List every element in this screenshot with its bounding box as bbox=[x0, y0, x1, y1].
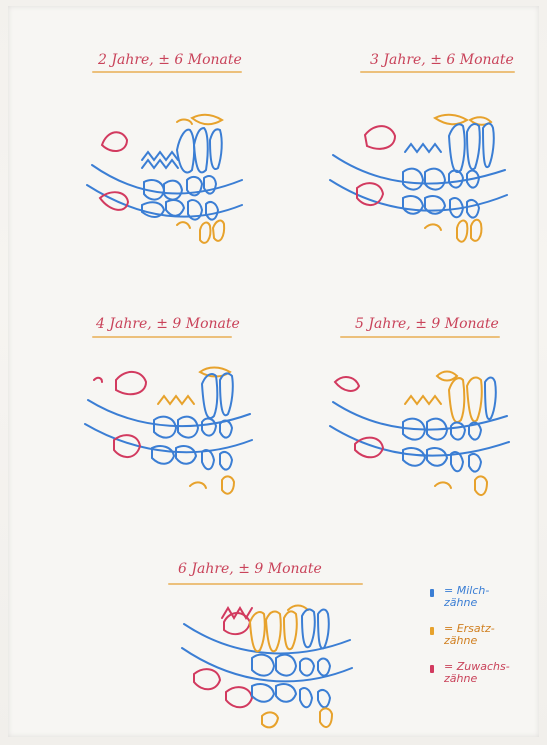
legend-item-growth-teeth: = Zuwachs- zähne bbox=[430, 661, 540, 685]
legend-text-replacement: = Ersatz- zähne bbox=[444, 623, 495, 647]
legend-item-replacement-teeth: = Ersatz- zähne bbox=[430, 623, 540, 647]
underline bbox=[340, 336, 500, 338]
tooth-diagram-4-years bbox=[80, 360, 260, 510]
panel-title-3-years: 3 Jahre, ± 6 Monate bbox=[370, 52, 514, 68]
panel-title-2-years: 2 Jahre, ± 6 Monate bbox=[98, 52, 242, 68]
tooth-diagram-2-years bbox=[82, 110, 252, 265]
underline bbox=[360, 71, 515, 73]
tooth-diagram-5-years bbox=[325, 360, 515, 520]
underline bbox=[92, 336, 232, 338]
underline bbox=[92, 71, 242, 73]
panel-title-4-years: 4 Jahre, ± 9 Monate bbox=[96, 316, 240, 332]
legend-text-growth: = Zuwachs- zähne bbox=[444, 661, 510, 685]
panel-title-6-years: 6 Jahre, ± 9 Monate bbox=[178, 561, 322, 577]
panel-title-5-years: 5 Jahre, ± 9 Monate bbox=[355, 316, 499, 332]
legend: = Milch- zähne = Ersatz- zähne = Zuwachs… bbox=[430, 585, 540, 699]
legend-swatch-milk bbox=[430, 589, 434, 597]
legend-swatch-growth bbox=[430, 665, 434, 673]
tooth-diagram-3-years bbox=[325, 110, 515, 270]
legend-swatch-replacement bbox=[430, 627, 434, 635]
legend-item-milk-teeth: = Milch- zähne bbox=[430, 585, 540, 609]
underline bbox=[168, 583, 363, 585]
tooth-diagram-6-years bbox=[178, 600, 358, 740]
legend-text-milk: = Milch- zähne bbox=[444, 585, 489, 609]
